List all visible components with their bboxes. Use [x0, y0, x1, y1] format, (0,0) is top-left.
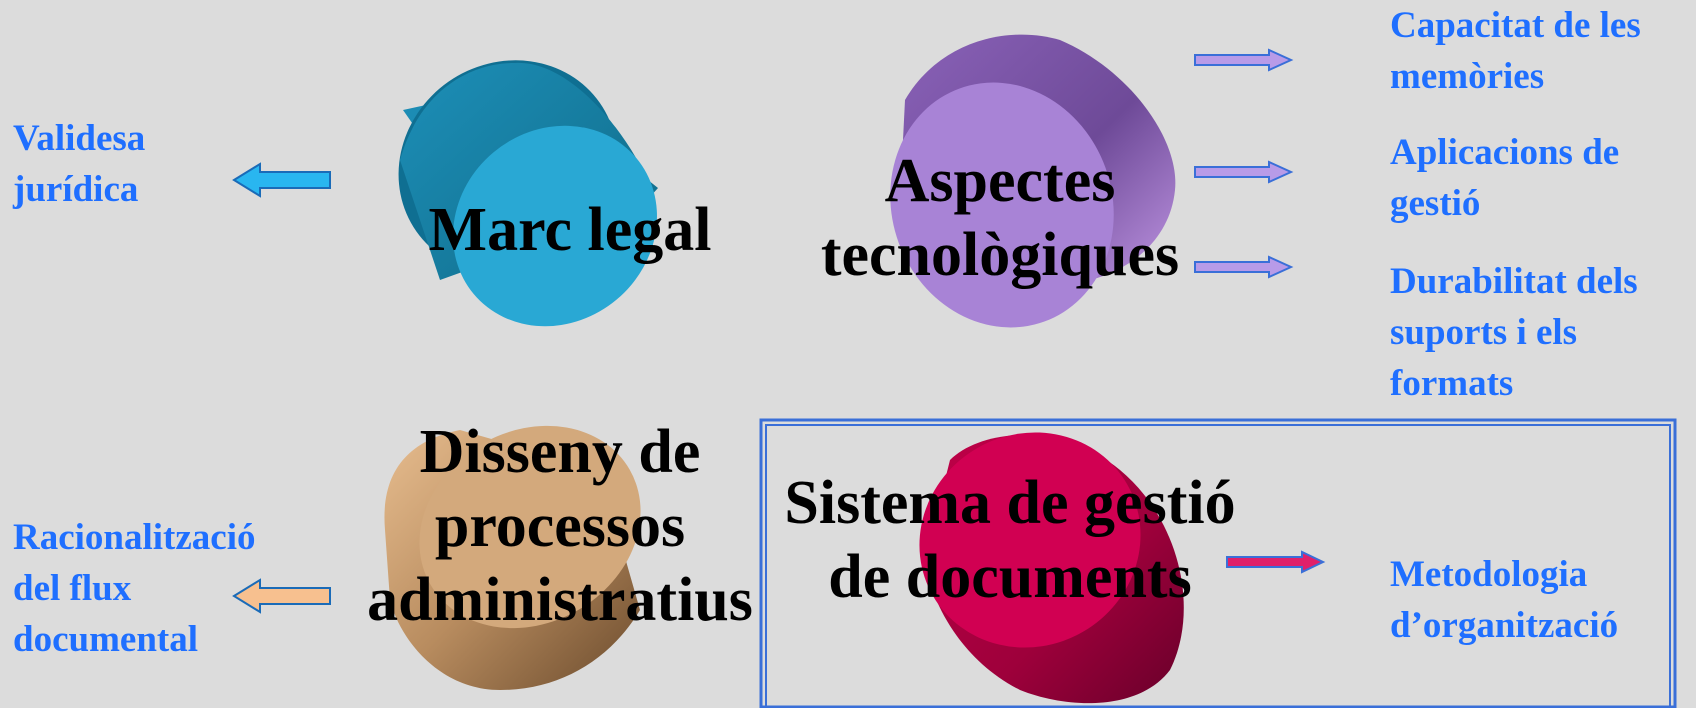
- node-label-line: administratius: [367, 566, 753, 634]
- aspectes-cylinder-icon: [890, 34, 1176, 328]
- node-label-line: tecnològiques: [820, 221, 1180, 289]
- outcome-capacitat: Capacitat de les memòries: [1390, 0, 1641, 102]
- node-marc-legal: Marc legal: [405, 193, 735, 267]
- sistema-cylinder-icon: [919, 432, 1184, 704]
- outcome-label-line: Durabilitat dels: [1390, 261, 1638, 302]
- node-label-line: de documents: [828, 543, 1192, 611]
- outcome-label-line: del flux: [13, 568, 132, 609]
- node-label-line: Aspectes: [884, 147, 1116, 215]
- right-arrow-icon: [1226, 550, 1326, 574]
- outcome-aplicacions: Aplicacions de gestió: [1390, 127, 1619, 229]
- node-label-line: Marc legal: [428, 196, 712, 264]
- right-arrow-icon: [1194, 255, 1294, 279]
- outcome-metodologia: Metodologia d’organització: [1390, 549, 1618, 651]
- outcome-label-line: Metodologia: [1390, 554, 1588, 595]
- left-arrow-icon: [232, 578, 331, 614]
- right-arrow-icon: [1194, 48, 1294, 72]
- node-label-line: Sistema de gestió: [784, 469, 1236, 537]
- outcome-label-line: gestió: [1390, 183, 1481, 224]
- outcome-label-line: jurídica: [13, 169, 139, 210]
- outcome-label-line: memòries: [1390, 56, 1545, 97]
- outcome-label-line: Capacitat de les: [1390, 5, 1641, 46]
- outcome-label-line: formats: [1390, 363, 1514, 404]
- outcome-label-line: Racionalització: [13, 517, 256, 558]
- left-arrow-icon: [232, 162, 331, 198]
- node-label-line: Disseny de: [419, 418, 701, 486]
- outcome-label-line: suports i els: [1390, 312, 1578, 353]
- node-disseny: Disseny de processos administratius: [360, 415, 760, 637]
- disseny-cylinder-icon: [384, 425, 641, 690]
- node-label-line: processos: [434, 492, 686, 560]
- outcome-durabilitat: Durabilitat dels suports i els formats: [1390, 256, 1638, 409]
- outcome-label-line: d’organització: [1390, 605, 1619, 646]
- node-sistema: Sistema de gestió de documents: [770, 466, 1250, 614]
- outcome-label-line: Validesa: [13, 118, 146, 159]
- outcome-label-line: documental: [13, 619, 198, 660]
- outcome-validesa: Validesa jurídica: [13, 113, 145, 215]
- outcome-label-line: Aplicacions de: [1390, 132, 1620, 173]
- right-arrow-icon: [1194, 160, 1294, 184]
- node-aspectes: Aspectes tecnològiques: [800, 144, 1200, 292]
- outcome-racionalitzacio: Racionalització del flux documental: [13, 512, 256, 665]
- marc-legal-cylinder-icon: [398, 60, 658, 327]
